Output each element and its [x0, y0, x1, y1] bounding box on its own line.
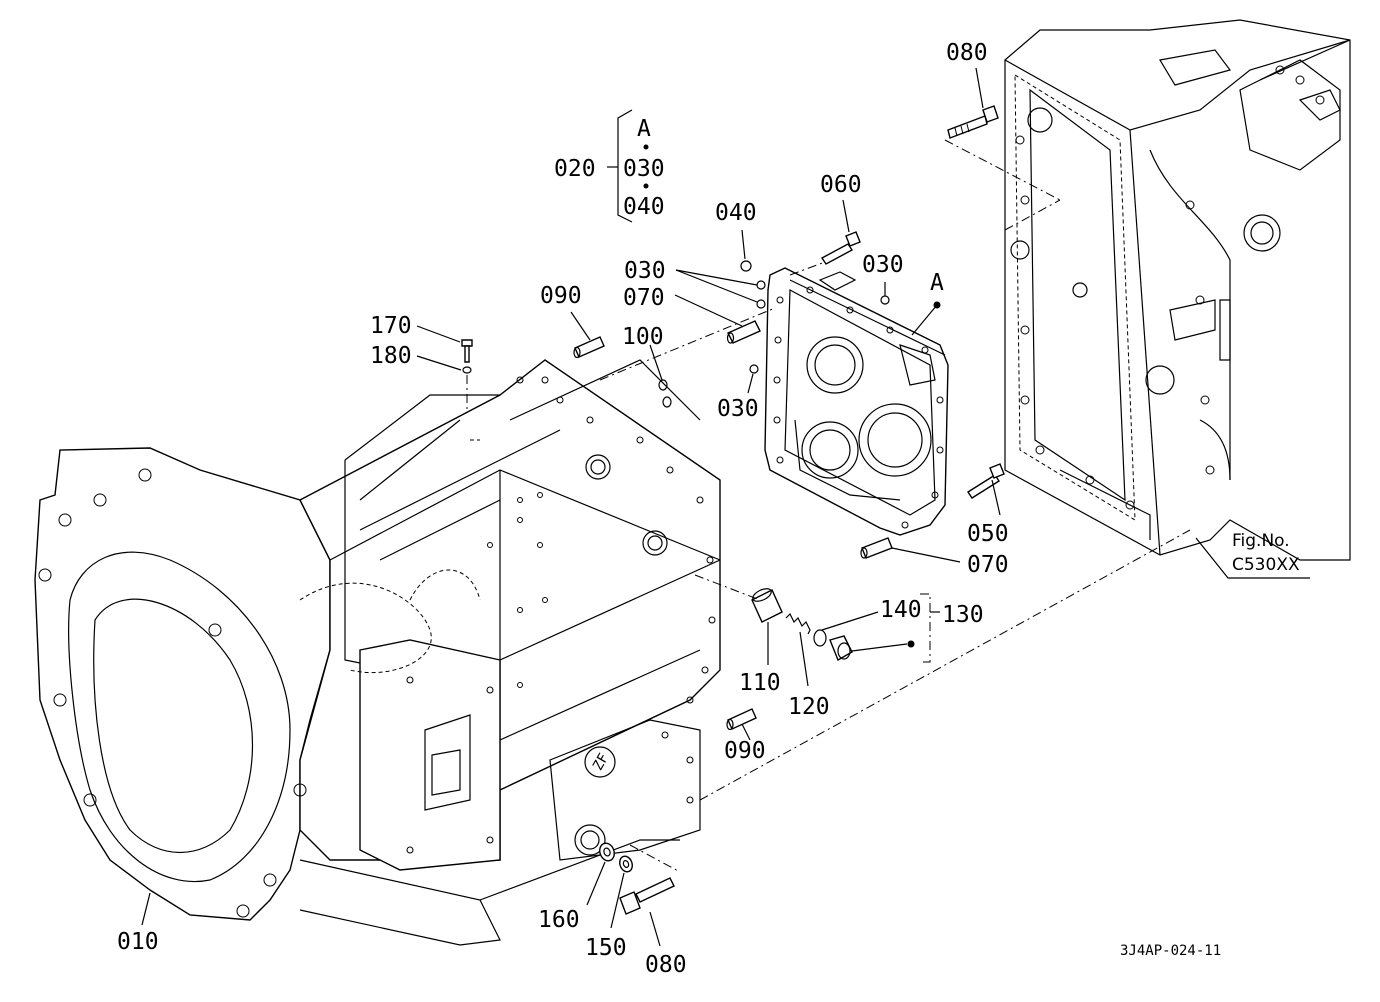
o-ring-040 — [740, 260, 752, 272]
bracket-dot-1 — [643, 144, 649, 150]
label-030-upper: 030 — [624, 258, 666, 284]
label-marker-a: A — [930, 270, 944, 296]
fig-no-label: Fig.No. — [1232, 531, 1290, 551]
leader-150 — [610, 872, 625, 929]
centerline-upper — [599, 307, 776, 381]
bolt-060 — [820, 231, 861, 265]
label-080-bottom: 080 — [645, 952, 687, 978]
o-ring-030-a — [756, 280, 766, 290]
label-150: 150 — [585, 935, 627, 961]
leader-140 — [821, 611, 879, 631]
leader-090-lower — [741, 723, 751, 741]
washer-180 — [462, 366, 472, 374]
label-140: 140 — [880, 597, 922, 623]
leader-080-bottom — [649, 911, 661, 947]
washer-150 — [619, 855, 633, 873]
leader-050 — [991, 479, 1001, 516]
label-130: 130 — [942, 602, 984, 628]
leader-010 — [141, 892, 151, 926]
leader-160 — [586, 861, 606, 906]
o-ring-100-a — [658, 379, 668, 391]
centerline-060 — [789, 261, 826, 276]
o-ring-140 — [813, 629, 827, 647]
label-110: 110 — [739, 670, 781, 696]
housing-010 — [34, 359, 721, 946]
leader-180 — [416, 355, 462, 371]
leader-marker-a — [911, 304, 938, 336]
pin-090-upper — [573, 336, 605, 359]
bolt-080-top — [947, 105, 999, 139]
cover-plate-020 — [764, 267, 949, 536]
label-180: 180 — [370, 343, 412, 369]
leader-030-d — [747, 373, 754, 394]
leader-060 — [842, 199, 850, 233]
label-090-upper: 090 — [540, 283, 582, 309]
label-100: 100 — [622, 324, 664, 350]
leader-090-upper — [570, 311, 591, 341]
pin-070-lower — [860, 537, 893, 559]
o-ring-030-d — [749, 364, 759, 374]
spring-120 — [785, 612, 811, 635]
label-030-lower: 030 — [717, 396, 759, 422]
label-040: 040 — [715, 200, 757, 226]
leader-030-a — [675, 269, 758, 286]
leader-120 — [799, 631, 809, 687]
leader-170 — [416, 325, 461, 343]
o-ring-030-b — [756, 299, 766, 309]
label-170: 170 — [370, 313, 412, 339]
bolt-080-bottom — [619, 877, 675, 915]
label-030-group: 030 — [623, 156, 665, 182]
washer-160 — [599, 842, 615, 862]
pin-090-lower — [726, 708, 757, 731]
centerline-right — [1004, 199, 1061, 231]
label-060: 060 — [820, 172, 862, 198]
label-090-lower: 090 — [724, 738, 766, 764]
plug-130 — [829, 635, 853, 662]
leader-130-dot — [851, 643, 908, 652]
label-030-right: 030 — [862, 252, 904, 278]
rear-transmission-case — [1004, 19, 1351, 561]
label-010: 010 — [117, 929, 159, 955]
leader-070-lower — [891, 547, 961, 563]
pin-070-upper — [726, 320, 761, 344]
sleeve-110 — [751, 588, 783, 623]
label-marker-a-group: A — [637, 116, 651, 142]
fig-no-value: C530XX — [1232, 555, 1300, 575]
drawing-code: 3J4AP-024-11 — [1120, 943, 1221, 959]
leader-040 — [741, 229, 746, 260]
label-120: 120 — [788, 694, 830, 720]
o-ring-100-b — [662, 396, 672, 408]
bolt-050 — [967, 463, 1005, 499]
leader-070-upper — [674, 294, 743, 327]
label-050: 050 — [967, 521, 1009, 547]
centerline-110 — [694, 574, 761, 601]
leader-080-top — [975, 67, 984, 109]
leader-100 — [649, 344, 663, 381]
centerline-080 — [944, 139, 1061, 201]
bracket-130 — [920, 593, 931, 663]
bracket-dot-2 — [643, 183, 649, 189]
o-ring-030-c — [880, 295, 890, 305]
bolt-170 — [461, 339, 473, 363]
label-040-group: 040 — [623, 194, 665, 220]
label-070-upper: 070 — [623, 285, 665, 311]
plug-130-dot — [907, 640, 915, 648]
leader-fig-ref — [1195, 537, 1310, 579]
leader-030-b — [675, 269, 758, 303]
centerline-080-bottom — [629, 844, 681, 873]
label-070-lower: 070 — [967, 552, 1009, 578]
label-160: 160 — [538, 907, 580, 933]
label-020: 020 — [554, 156, 596, 182]
zf-logo-text: ZF — [590, 751, 612, 774]
centerline-lower — [699, 529, 1191, 801]
label-080-top: 080 — [946, 40, 988, 66]
